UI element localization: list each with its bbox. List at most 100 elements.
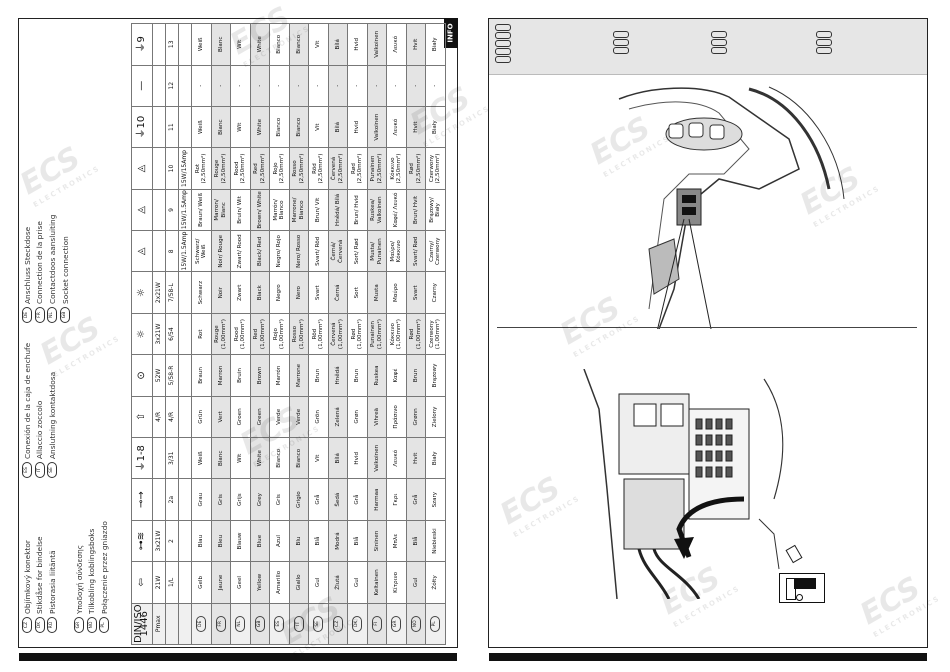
legend-text: Anschluss Steckdose <box>22 226 32 304</box>
wire-color-cell: Λευκό <box>386 23 406 66</box>
wire-color-cell: - <box>347 65 367 107</box>
pmax-cell: 4/R <box>152 396 166 438</box>
wire-color-cell: Κόκκινο (1,00mm²) <box>386 313 406 355</box>
wire-color-cell: Rood (1,00mm²) <box>230 313 250 355</box>
wire-color-cell: Rød (1,00mm²) <box>347 313 367 355</box>
wire-color-cell: - <box>269 65 289 107</box>
wire-color-cell: Hvid <box>347 106 367 148</box>
wire-color-cell: Weiß <box>191 106 211 148</box>
wire-color-cell: White <box>250 23 270 66</box>
rating-cell <box>178 437 192 479</box>
pin-number-cell: 1/L <box>165 561 179 604</box>
wire-color-cell: Hvid <box>347 23 367 66</box>
wire-color-cell: Rojo (2,50mm²) <box>269 147 289 190</box>
wire-color-cell: Hnědá <box>328 354 348 397</box>
wire-color-cell: Rot (2,50mm²) <box>191 147 211 190</box>
wire-color-cell: Bianco <box>289 106 309 148</box>
pmax-cell <box>152 230 166 272</box>
language-oval-group <box>816 31 832 54</box>
wire-color-cell: Blå <box>347 520 367 562</box>
wire-color-cell: Valkoinen <box>367 23 387 66</box>
wire-color-cell: Blanc <box>211 106 231 148</box>
corner-cell: DIN/ISO 1446 <box>131 603 153 645</box>
pmax-cell <box>152 478 166 521</box>
wire-color-cell: Grå <box>308 478 328 521</box>
wire-color-cell: Brun <box>308 354 328 397</box>
language-code-cell: DK <box>347 603 367 645</box>
header-band <box>489 19 927 75</box>
pin-symbol-icon: ☼ <box>131 271 153 314</box>
wire-color-cell: Schwarz/ Weiß <box>191 230 211 272</box>
wire-color-cell: White <box>250 437 270 479</box>
wire-color-cell: Brun <box>347 354 367 397</box>
wire-color-cell: Marrón/ Blanco <box>269 189 289 231</box>
rating-cell: 15W/15Amp <box>178 147 192 190</box>
symbol-row: DIN/ISO 1446⇦⊶≋⊸→⏚1-8⇧⊙☼☼◬◬◬⏚10—⏚9 <box>131 23 153 645</box>
language-flag: FR <box>34 307 45 323</box>
language-flag: DK <box>352 615 363 632</box>
wire-color-cell: Sininen <box>367 520 387 562</box>
legend-text: Połączenie przez gniazdo <box>99 521 109 614</box>
wire-color-cell: Κόκκινο (2,50mm²) <box>386 147 406 190</box>
wire-color-cell: Hnědá/ Bílá <box>328 189 348 231</box>
wire-color-cell: Grey <box>250 478 270 521</box>
wire-color-cell: Brun <box>406 354 426 397</box>
language-code-cell: SE <box>308 603 328 645</box>
wire-color-cell: Red (1,00mm²) <box>250 313 270 355</box>
legend-text: Tilkobling koblingsboks <box>87 528 97 614</box>
language-code-cell: CZ <box>328 603 348 645</box>
pin-symbol-icon: ☼ <box>131 313 153 355</box>
pmax-cell <box>152 189 166 231</box>
wire-color-cell: Brun/ Hvit <box>406 189 426 231</box>
wire-color-cell: - <box>230 65 250 107</box>
wire-color-cell: Yellow <box>250 561 270 604</box>
wire-color-cell: Biały <box>425 437 445 479</box>
language-flag: PL <box>430 615 441 632</box>
bottom-bar <box>489 653 927 661</box>
wire-color-cell: Grijs <box>230 478 250 521</box>
wire-color-cell: Valkoinen <box>367 106 387 148</box>
pin-number-cell: 10 <box>165 147 179 190</box>
wire-color-cell: Hvit <box>406 106 426 148</box>
wire-color-cell: Grön <box>308 396 328 438</box>
legend-text: Conexión de la caja de enchufe <box>22 342 32 459</box>
language-code-cell: ES <box>269 603 289 645</box>
wire-color-cell: Hvit <box>406 437 426 479</box>
language-flag: ES <box>274 615 285 632</box>
legend-text: Υποδοχή σύνδεσης <box>74 544 84 614</box>
wire-color-cell: Szary <box>425 478 445 521</box>
wire-color-cell: Negro/ Rojo <box>269 230 289 272</box>
wire-color-cell: Ruskea <box>367 354 387 397</box>
wire-color-cell: Weiß <box>191 23 211 66</box>
wire-color-cell: Marron/ Blanc <box>211 189 231 231</box>
wire-color-cell: Λευκό <box>386 437 406 479</box>
wire-color-cell: - <box>386 65 406 107</box>
language-flag: DK <box>34 617 45 633</box>
wire-color-cell: Punainen (1,00mm²) <box>367 313 387 355</box>
language-flag: DE <box>196 615 207 632</box>
wire-color-cell: Jaune <box>211 561 231 604</box>
dashboard-illustration <box>489 79 927 329</box>
wire-color-cell: Weiß <box>191 437 211 479</box>
language-code-cell: DE <box>191 603 211 645</box>
wire-color-cell: Zwart/ Rood <box>230 230 250 272</box>
wire-color-cell: Punainen (2,50mm²) <box>367 147 387 190</box>
wire-color-cell: Noir/ Rouge <box>211 230 231 272</box>
wire-color-cell: Negro <box>269 271 289 314</box>
wire-color-cell: Brown <box>250 354 270 397</box>
rating-cell <box>178 271 192 314</box>
wire-color-cell: Μαύρο <box>386 271 406 314</box>
wire-color-cell: Rojo (1,00mm²) <box>269 313 289 355</box>
